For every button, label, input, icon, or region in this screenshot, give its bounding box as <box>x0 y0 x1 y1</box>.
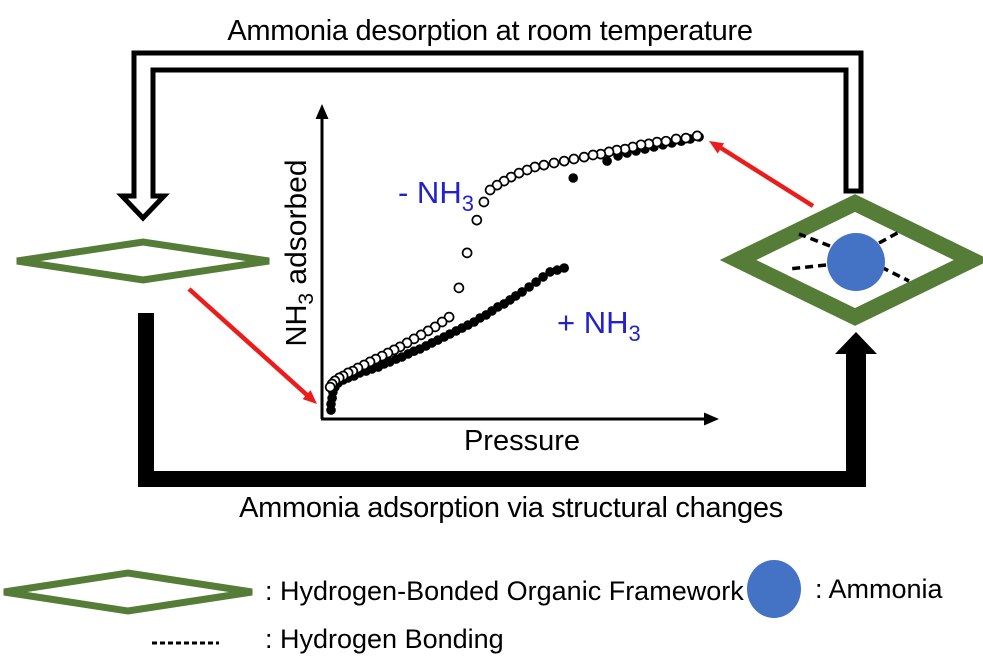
adsorption-point <box>524 282 534 292</box>
adsorption-point <box>559 263 569 273</box>
adsorption-point <box>517 287 527 297</box>
desorption-point <box>558 155 570 167</box>
adsorption-point <box>531 277 541 287</box>
hydrogen-bond-dashes <box>788 229 910 283</box>
y-axis <box>315 104 329 419</box>
legend-framework-label: : Hydrogen-Bonded Organic Framework <box>265 576 744 606</box>
desorption-series-label: - NH3 <box>398 175 474 216</box>
desorption-point <box>587 149 599 161</box>
legend-hbond-label: : Hydrogen Bonding <box>265 624 504 654</box>
y-axis-label: NH3 adsorbed <box>280 159 318 346</box>
red-arrow-to-origin <box>187 287 317 404</box>
adsorption-point <box>538 272 548 282</box>
bottom-title: Ammonia adsorption via structural change… <box>239 492 783 524</box>
x-axis-label: Pressure <box>464 425 580 457</box>
legend-ammonia-circle <box>747 560 801 618</box>
desorption-point <box>680 132 692 144</box>
desorption-point <box>670 133 682 145</box>
desorption-point <box>471 214 483 226</box>
desorption-point <box>478 196 490 208</box>
desorption-point <box>548 157 560 169</box>
desorption-point <box>461 247 473 259</box>
desorption-point <box>453 282 465 294</box>
legend-ammonia-label: : Ammonia <box>815 574 944 604</box>
adsorption-route-arrow <box>138 313 877 487</box>
desorption-point <box>660 135 672 147</box>
desorption-point <box>691 130 703 142</box>
desorption-route-arrow <box>116 50 864 222</box>
desorption-point <box>443 311 455 323</box>
desorption-point <box>491 179 503 191</box>
desorption-point <box>538 159 550 171</box>
legend-framework-diamond <box>3 569 253 615</box>
top-title: Ammonia desorption at room temperature <box>227 15 752 47</box>
red-arrow-to-saturation <box>709 141 815 208</box>
desorption-point <box>578 151 590 163</box>
desorption-point <box>568 153 580 165</box>
desorption-point <box>436 316 448 328</box>
adsorption-series-label: + NH3 <box>557 305 641 346</box>
adsorption-point <box>568 173 578 183</box>
desorption-point <box>324 381 336 393</box>
desorption-series <box>324 130 703 393</box>
desorption-point <box>484 184 496 196</box>
adsorption-point <box>602 156 612 166</box>
ammonia-molecule <box>827 233 885 291</box>
collapsed-framework-diamond <box>16 238 270 284</box>
x-axis <box>321 412 719 426</box>
